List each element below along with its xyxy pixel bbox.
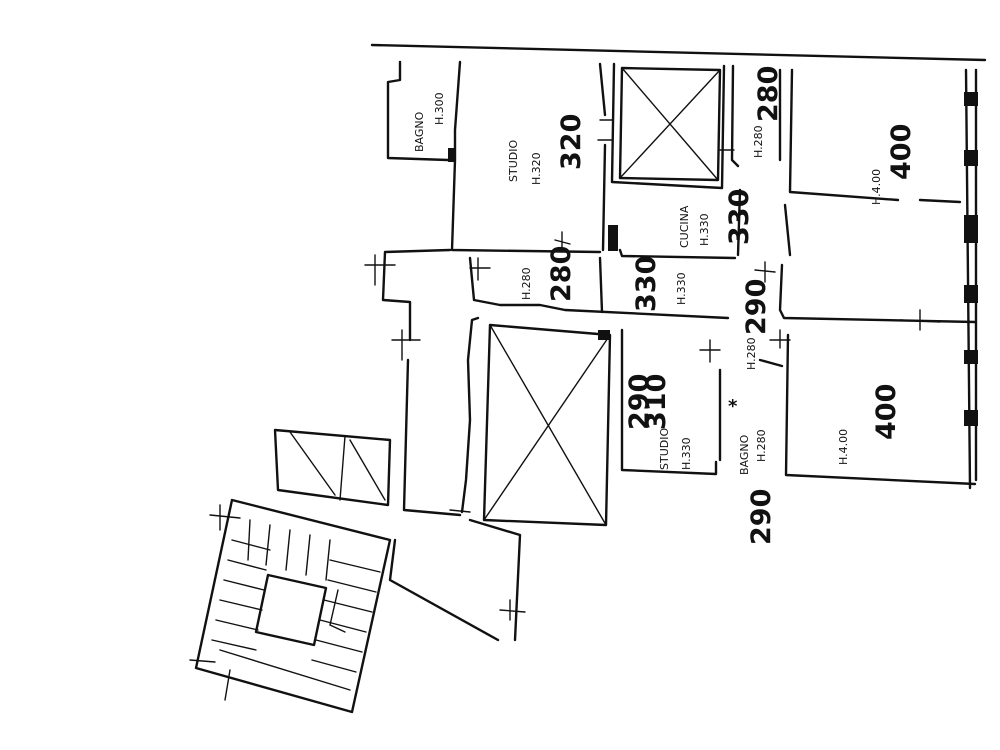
door-ticks: [189, 119, 941, 663]
bagno-top-name: BAGNO: [413, 111, 426, 152]
cucina-height: H.330: [698, 213, 711, 246]
light-well-top: [618, 66, 722, 182]
staircase: [194, 498, 392, 714]
top-right-small-height: H.280: [752, 125, 765, 158]
bagno-top-height: H.300: [433, 92, 446, 125]
cucina-name: CUCINA: [678, 205, 691, 248]
outside-dimension: 290: [746, 489, 777, 545]
light-well-center: [482, 323, 612, 527]
top-right-small-dimension: 280: [753, 66, 784, 122]
corridor-c-dimension: 290: [741, 279, 772, 335]
cucina-dimension: 330: [724, 189, 755, 245]
right-bottom-height: H.4.00: [837, 429, 850, 465]
right-top-height: H.4.00: [870, 169, 883, 205]
corridor-b-dimension: 330: [631, 256, 662, 312]
corridor-b-height: H.330: [675, 272, 688, 305]
studio-top-height: H.320: [530, 152, 543, 185]
bagno-bottom-name: BAGNO: [738, 434, 751, 475]
corridor-a-height: H.280: [520, 267, 533, 300]
studio-bottom-height: H.330: [680, 437, 693, 470]
corridor-a-dimension: 280: [546, 246, 577, 302]
corridor-c-height: H.280: [745, 337, 758, 370]
right-bottom-dimension: 400: [871, 384, 902, 440]
right-top-dimension: 400: [886, 124, 917, 180]
room-labels: BAGNO H.300 STUDIO H.320 320 H.280 280 C…: [413, 66, 917, 545]
studio-bottom-dimension-2: 310: [641, 374, 672, 430]
walls: [273, 43, 987, 642]
studio-top-dimension: 320: [556, 114, 587, 170]
bagno-bottom-height: H.280: [755, 429, 768, 462]
studio-bottom-name: STUDIO: [658, 428, 671, 470]
studio-bottom-dimension: 290: [624, 374, 655, 430]
windows: [448, 92, 978, 426]
bagno-bottom-mark: *: [728, 396, 738, 417]
studio-top-name: STUDIO: [507, 140, 520, 182]
